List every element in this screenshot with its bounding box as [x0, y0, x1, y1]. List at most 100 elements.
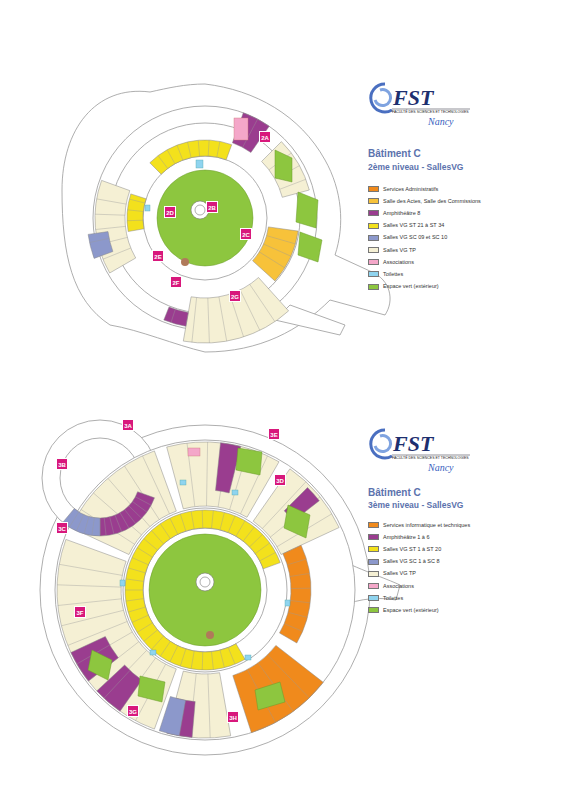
room	[150, 140, 232, 174]
room	[183, 278, 288, 343]
wall	[250, 284, 275, 321]
legend-text: Salles VG TP	[383, 570, 416, 576]
wall	[128, 568, 145, 573]
wall	[180, 649, 186, 666]
wall	[177, 145, 183, 160]
wall	[129, 506, 142, 519]
wall	[135, 497, 151, 505]
legend-text: Toilettes	[383, 595, 403, 601]
heading: Bâtiment C	[368, 487, 421, 498]
wall	[264, 244, 291, 256]
wall	[160, 641, 170, 656]
wall	[125, 510, 136, 524]
wall	[126, 579, 144, 582]
callout-number: 2C	[240, 228, 252, 240]
legend-swatch	[368, 595, 379, 601]
room	[233, 645, 323, 732]
room	[127, 194, 146, 232]
wall	[125, 590, 143, 591]
wall	[137, 623, 152, 633]
heading: Nancy	[428, 116, 454, 127]
wall	[127, 220, 143, 222]
wall	[129, 199, 145, 203]
legend-swatch	[368, 210, 379, 216]
legend-text: Services informatique et techniques	[383, 522, 470, 528]
room	[88, 232, 113, 259]
legend-swatch	[368, 259, 379, 265]
room	[262, 142, 310, 198]
wall	[191, 511, 194, 529]
wall	[236, 521, 245, 537]
legend-text: Salles VG ST 1 à ST 20	[383, 546, 441, 552]
room	[71, 451, 176, 555]
legend-text: Salles VG ST 21 à ST 34	[383, 222, 444, 228]
wall	[84, 517, 89, 534]
legend-text: Espace vert (extérieur)	[383, 283, 439, 289]
wall	[290, 573, 310, 576]
room	[125, 510, 280, 670]
legend-swatch	[368, 571, 379, 577]
wall	[127, 210, 143, 212]
wall	[59, 564, 122, 575]
wall	[95, 214, 125, 215]
legend-swatch	[368, 534, 379, 540]
wall	[97, 199, 127, 204]
wall	[160, 524, 170, 539]
wall	[228, 648, 235, 665]
legend-swatch	[368, 583, 379, 589]
wall	[207, 442, 208, 506]
wall	[132, 615, 149, 622]
wall	[208, 674, 210, 738]
room	[253, 469, 339, 555]
legend-text: Salles VG SC 1 à SC 8	[383, 558, 440, 564]
callout-number: 3B	[56, 458, 68, 470]
legend-text: Amphithéâtre 1 à 6	[383, 534, 429, 540]
callout-number: 2F	[170, 276, 182, 288]
legend-swatch	[368, 247, 379, 253]
legend-swatch	[368, 522, 379, 528]
wall	[90, 238, 110, 242]
wall	[208, 298, 210, 343]
wall	[220, 512, 224, 529]
wall	[137, 548, 152, 558]
wall	[158, 156, 168, 169]
logo-text: FST	[393, 432, 433, 456]
legend-swatch	[368, 235, 379, 241]
wall	[128, 607, 145, 612]
legend-text: Salle des Actes, Salle des Commissions	[383, 198, 481, 204]
wall	[202, 652, 204, 670]
wall	[260, 552, 276, 561]
wall	[288, 612, 307, 617]
legend-text: Amphithéâtre 8	[383, 210, 420, 216]
wall	[217, 141, 220, 157]
wall	[144, 630, 158, 642]
wall	[136, 664, 166, 721]
heading: FACULTÉ DES SCIENCES ET TECHNOLOGIES	[392, 111, 469, 115]
room	[164, 307, 189, 326]
wall	[290, 601, 310, 603]
wall	[250, 534, 263, 547]
callout-number: 3D	[274, 474, 286, 486]
legend-text: Toilettes	[383, 271, 403, 277]
wall	[69, 512, 79, 527]
wall	[126, 599, 144, 602]
wall	[152, 531, 164, 544]
wall	[170, 646, 178, 662]
wall	[104, 518, 106, 536]
room	[100, 492, 155, 536]
wall	[198, 140, 199, 156]
wall	[267, 236, 296, 244]
callout-number: 3C	[56, 522, 68, 534]
heading: Nancy	[428, 462, 454, 473]
wall	[110, 517, 114, 535]
room	[71, 637, 118, 682]
wall	[287, 559, 306, 565]
legend-swatch	[368, 271, 379, 277]
callout-number: 3G	[127, 705, 139, 717]
legend-text: Salles VG SC 09 et SC 10	[383, 234, 447, 240]
wall	[171, 309, 175, 322]
callout-number: 3F	[74, 606, 86, 618]
legend-swatch	[368, 198, 379, 204]
wall	[219, 297, 227, 341]
